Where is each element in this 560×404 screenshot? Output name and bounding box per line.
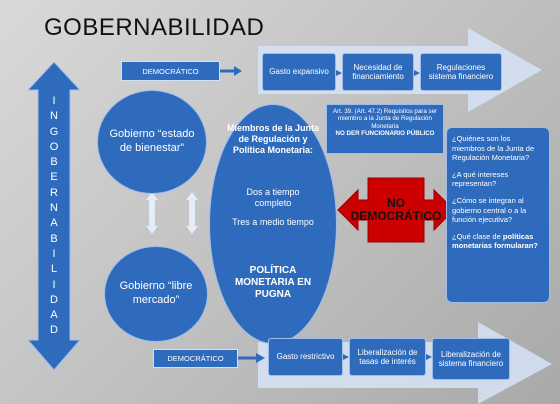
- side-word-letter: G: [49, 125, 59, 138]
- oval-line2: Tres a medio tiempo: [232, 217, 314, 227]
- side-word-letter: R: [50, 186, 58, 199]
- oval-heading: Miembros de la Junta de Regulación y Pol…: [226, 123, 320, 155]
- questions-box: ¿Quiénes son los miembros de la Junta de…: [446, 127, 550, 303]
- box-liberalizacion-sistema: Liberalización de sistema financiero: [432, 338, 510, 380]
- requirement-box: Art. 39. (Art. 47.2) Requisitos para ser…: [326, 104, 444, 154]
- box-liberalizacion-tasas: Liberalización de tasas de interés: [349, 338, 426, 376]
- side-word-letter: L: [50, 263, 58, 276]
- side-word-letter: I: [52, 247, 56, 260]
- central-oval: Miembros de la Junta de Regulación y Pol…: [209, 104, 337, 344]
- requirement-bold: NO DER FUNCIONARIO PÚBLICO: [335, 130, 435, 138]
- side-word-letter: I: [52, 278, 56, 291]
- faint-vertical-arrow-left: [146, 192, 158, 234]
- side-word-letter: A: [50, 309, 58, 322]
- side-word-letter: N: [50, 110, 58, 123]
- bottom-democratico-tag: DEMOCRÁTICO: [153, 349, 238, 368]
- page-title: GOBERNABILIDAD: [44, 14, 265, 41]
- box-regulaciones-sistema: Regulaciones sistema financiero: [420, 53, 502, 91]
- question-4: ¿Qué clase de políticas monetarias formu…: [452, 231, 538, 251]
- oval-footer: POLÍTICA MONETARIA EN PUGNA: [234, 265, 312, 300]
- circle-libre-mercado: Gobierno “libre mercado”: [104, 246, 208, 342]
- side-word-letter: D: [50, 293, 58, 306]
- faint-vertical-arrow-right: [186, 192, 198, 234]
- box-gasto-expansivo: Gasto expansivo: [262, 53, 336, 91]
- side-word-letter: N: [50, 202, 58, 215]
- box-necesidad-financiamiento: Necesidad de financiamiento: [342, 53, 414, 91]
- side-word-letter: B: [50, 232, 58, 245]
- question-3: ¿Cómo se integran al gobierno central o …: [452, 195, 527, 225]
- side-word-letter: B: [50, 156, 58, 169]
- box-gasto-restrictivo: Gasto restrictivo: [268, 338, 343, 376]
- side-word-letter: E: [50, 171, 58, 184]
- circle-estado-bienestar: Gobierno “estado de bienestar”: [97, 90, 207, 194]
- side-word-letter: O: [49, 140, 59, 153]
- side-word-letter: A: [50, 217, 58, 230]
- side-word-letter: D: [50, 324, 58, 337]
- side-word-letter: I: [52, 95, 56, 107]
- oval-line1: Dos a tiempo completo: [246, 187, 300, 208]
- question-2: ¿A qué intereses representan?: [452, 169, 509, 189]
- question-1: ¿Quiénes son los miembros de la Junta de…: [452, 134, 535, 163]
- side-double-arrow: [26, 61, 82, 371]
- no-democratico-label: NO DEMOCRÁTICO: [350, 195, 442, 223]
- requirement-text: Art. 39. (Art. 47.2) Requisitos para ser…: [332, 108, 438, 130]
- top-democratico-tag: DEMOCRÁTICO: [121, 61, 220, 81]
